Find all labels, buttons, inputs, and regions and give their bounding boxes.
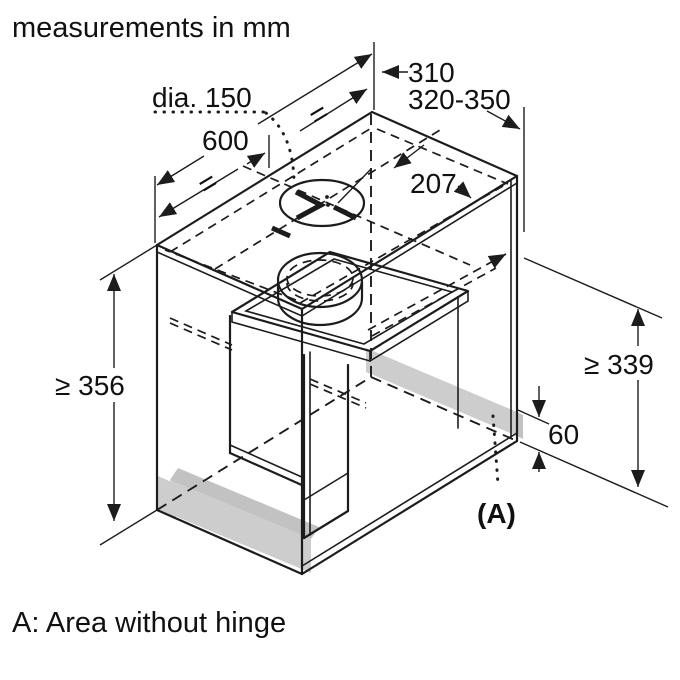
bottom-rail-front bbox=[170, 480, 311, 573]
page-title: measurements in mm bbox=[12, 12, 291, 44]
height-left-label: ≥ 356 bbox=[55, 370, 125, 401]
footnote: A: Area without hinge bbox=[12, 607, 286, 639]
width-600-label: 600 bbox=[202, 125, 249, 156]
bottom-rail-top bbox=[170, 468, 319, 539]
labels: measurements in mm dia. 150 600 = = 310 … bbox=[12, 12, 654, 639]
right-hinge-free-strip bbox=[366, 348, 517, 436]
hinge-free-areas bbox=[158, 348, 523, 573]
duct-collar bbox=[276, 251, 364, 327]
area-marker-label: (A) bbox=[477, 498, 516, 529]
right-strip-end-face bbox=[517, 412, 523, 439]
equal-mark-right: = bbox=[303, 96, 335, 133]
hinge-height-60-label: 60 bbox=[548, 419, 579, 450]
hood-body bbox=[228, 250, 470, 540]
offset-207-label: 207 bbox=[410, 168, 457, 199]
depth-310-label: 310 bbox=[408, 57, 455, 88]
duct-cutout bbox=[270, 168, 372, 239]
equal-mark-left: = bbox=[192, 165, 224, 202]
duct-diameter-label: dia. 150 bbox=[152, 82, 252, 113]
dimension-lines bbox=[99, 42, 669, 546]
height-right-label: ≥ 339 bbox=[584, 349, 654, 380]
depth-range-label: 320-350 bbox=[408, 84, 511, 115]
